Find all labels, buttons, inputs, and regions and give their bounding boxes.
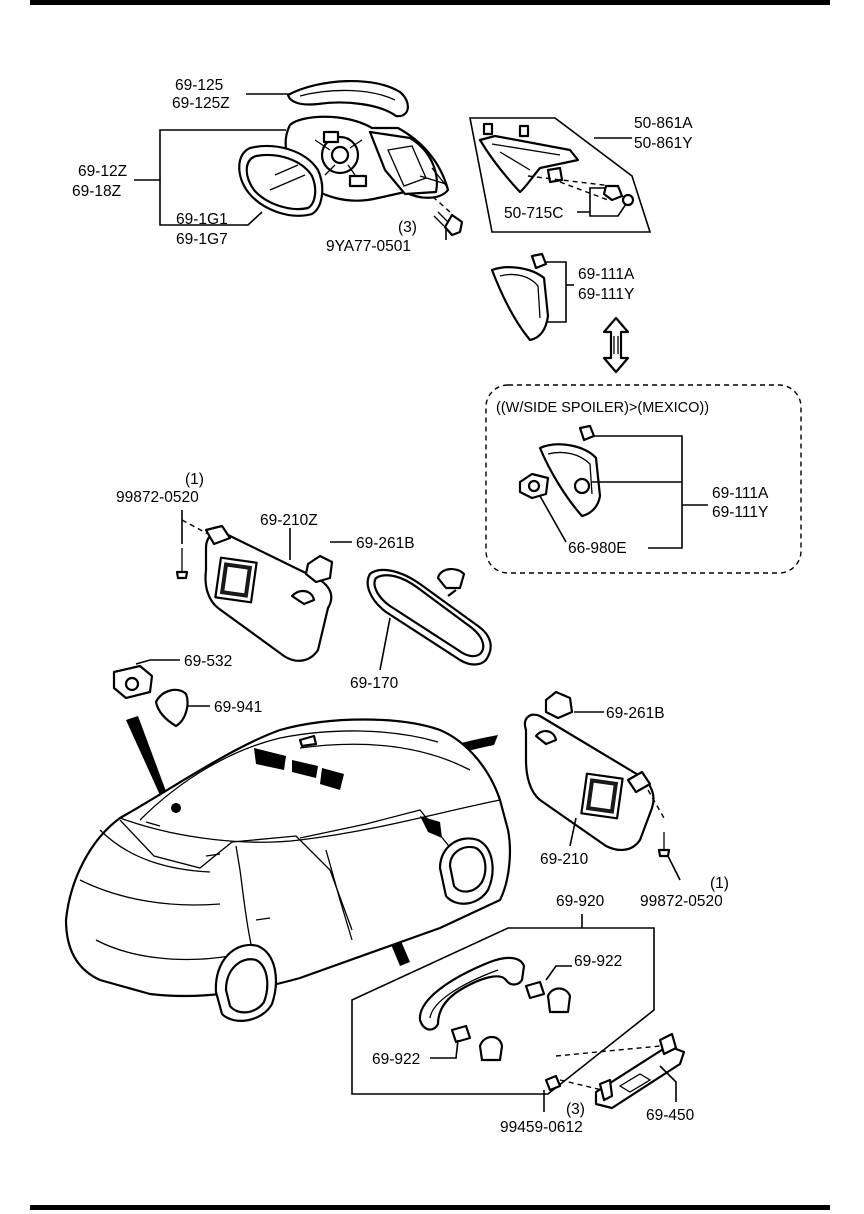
label-69-922-right: 69-922 (574, 953, 622, 970)
top-border-bar (30, 0, 830, 5)
bracket-screw (544, 1045, 661, 1092)
label-69-922-left: 69-922 (372, 1051, 420, 1068)
label-69-532: 69-532 (184, 653, 232, 670)
label-qty-1-left: (1) (185, 471, 204, 488)
label-50-861y: 50-861Y (634, 135, 693, 152)
room-lamp-socket (112, 664, 154, 700)
label-qty-1-right: (1) (710, 875, 729, 892)
sun-visor-left (204, 524, 333, 662)
assist-handle (418, 956, 526, 1031)
swap-arrow-icon (602, 316, 630, 374)
sun-visor-right (523, 713, 655, 852)
side-spoiler-option-box (485, 384, 802, 574)
label-69-450: 69-450 (646, 1107, 695, 1124)
label-69-1g1: 69-1G1 (176, 211, 228, 228)
handle-cap-left (478, 1035, 504, 1062)
visor-holder-left (304, 554, 334, 584)
handle-cap-right (546, 987, 572, 1014)
label-69-261b-left: 69-261B (356, 535, 415, 552)
label-69-125: 69-125 (175, 77, 223, 94)
assist-handle-box (351, 927, 655, 1095)
mirror-glass (238, 144, 324, 217)
label-69-18z: 69-18Z (72, 183, 121, 200)
lamp-cover (154, 688, 189, 728)
label-50-715c: 50-715C (504, 205, 563, 222)
car-body (64, 718, 512, 1022)
rear-view-mirror (366, 568, 492, 666)
label-66-980e: 66-980E (568, 540, 627, 557)
spoiler-option-note: ((W/SIDE SPOILER)>(MEXICO)) (496, 400, 709, 416)
mirror-screw (431, 195, 464, 237)
label-69-170: 69-170 (350, 675, 399, 692)
label-99872-0520-left: 99872-0520 (116, 489, 199, 506)
label-69-111a: 69-111A (578, 266, 635, 283)
label-69-920: 69-920 (556, 893, 605, 910)
trim-panel-part (478, 122, 635, 207)
label-9ya77-0501: 9YA77-0501 (326, 238, 411, 255)
mirror-triangle-panel (490, 252, 550, 342)
mirror-cover (286, 79, 409, 118)
label-69-1g7: 69-1G7 (176, 231, 228, 248)
handle-clip-left (450, 1024, 472, 1044)
pointer-wedge-lamp (126, 716, 170, 804)
label-69-941: 69-941 (214, 699, 262, 716)
label-69-12z: 69-12Z (78, 163, 127, 180)
label-qty-3-bracket: (3) (566, 1101, 585, 1118)
spoiler-clip (518, 472, 550, 500)
trim-panel-box (469, 117, 652, 233)
label-69-261b-right: 69-261B (606, 705, 665, 722)
bottom-border-bar (30, 1205, 830, 1210)
label-69-111a-spoiler: 69-111A (712, 485, 769, 502)
label-69-210: 69-210 (540, 851, 589, 868)
label-69-111y-spoiler: 69-111Y (712, 504, 768, 521)
label-50-861a: 50-861A (634, 115, 693, 132)
handle-bracket (594, 1032, 686, 1110)
label-69-111y: 69-111Y (578, 286, 634, 303)
label-69-210z: 69-210Z (260, 512, 318, 529)
label-99459-0612: 99459-0612 (500, 1119, 583, 1136)
label-99872-0520-right: 99872-0520 (640, 893, 723, 910)
door-mirror-assembly (284, 115, 450, 202)
visor-screw-left (175, 519, 209, 580)
handle-clip-right (524, 980, 546, 1000)
visor-holder-right (544, 690, 574, 720)
label-69-125z: 69-125Z (172, 95, 230, 112)
label-qty-3-mirror: (3) (398, 219, 417, 236)
spoiler-triangle-panel (538, 424, 602, 518)
